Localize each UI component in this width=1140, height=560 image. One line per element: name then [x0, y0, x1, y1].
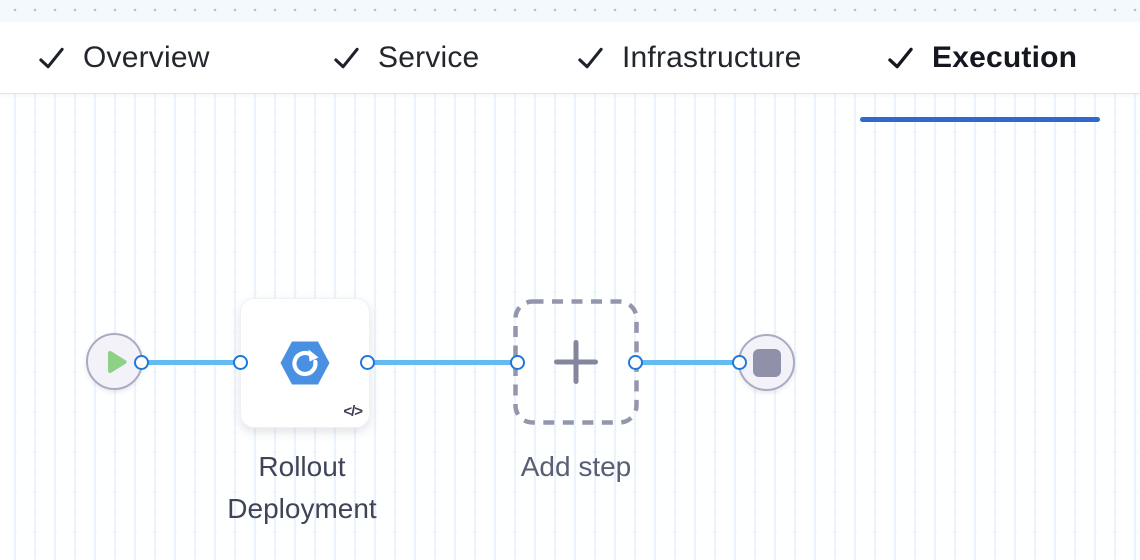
step-node-label: Rollout Deployment: [227, 451, 377, 524]
stop-icon: [752, 348, 781, 377]
tab-service[interactable]: Service: [333, 22, 479, 94]
tab-label: Execution: [932, 41, 1078, 74]
plus-icon: [553, 339, 599, 385]
tab-label: Service: [378, 41, 480, 74]
pipeline-canvas[interactable]: </> Rollout Deployment Add step: [0, 94, 1140, 560]
play-icon: [102, 349, 128, 375]
tab-execution[interactable]: Execution: [887, 22, 1077, 94]
add-step-label: Add step: [520, 451, 632, 482]
connector-edge: [635, 359, 739, 365]
check-icon: [38, 45, 65, 72]
check-icon: [333, 45, 360, 72]
pipeline-end-node[interactable]: [738, 334, 795, 391]
dashed-border: [513, 299, 639, 425]
connector-port[interactable]: [627, 354, 643, 370]
connector-port[interactable]: [133, 354, 149, 370]
tab-overview[interactable]: Overview: [38, 22, 210, 94]
k8s-rollout-icon: [279, 340, 331, 386]
connector-port[interactable]: [359, 354, 375, 370]
connector-port[interactable]: [509, 354, 525, 370]
code-template-icon: </>: [343, 403, 363, 420]
stage-setup-tabbar: Overview Service Infrastructure Executio…: [0, 22, 1140, 122]
connector-port[interactable]: [232, 354, 248, 370]
connector-port[interactable]: [731, 354, 747, 370]
check-icon: [887, 45, 914, 72]
tab-label: Overview: [83, 41, 210, 74]
active-tab-underline: [860, 117, 1100, 122]
connector-edge: [141, 359, 240, 365]
connector-edge: [367, 359, 517, 365]
canvas-peek-strip: [0, 0, 1140, 22]
tab-label: Infrastructure: [622, 41, 802, 74]
tab-infrastructure[interactable]: Infrastructure: [577, 22, 802, 94]
add-step-button[interactable]: [513, 299, 639, 425]
step-node-rollout-deployment[interactable]: </>: [240, 298, 370, 428]
check-icon: [577, 45, 604, 72]
